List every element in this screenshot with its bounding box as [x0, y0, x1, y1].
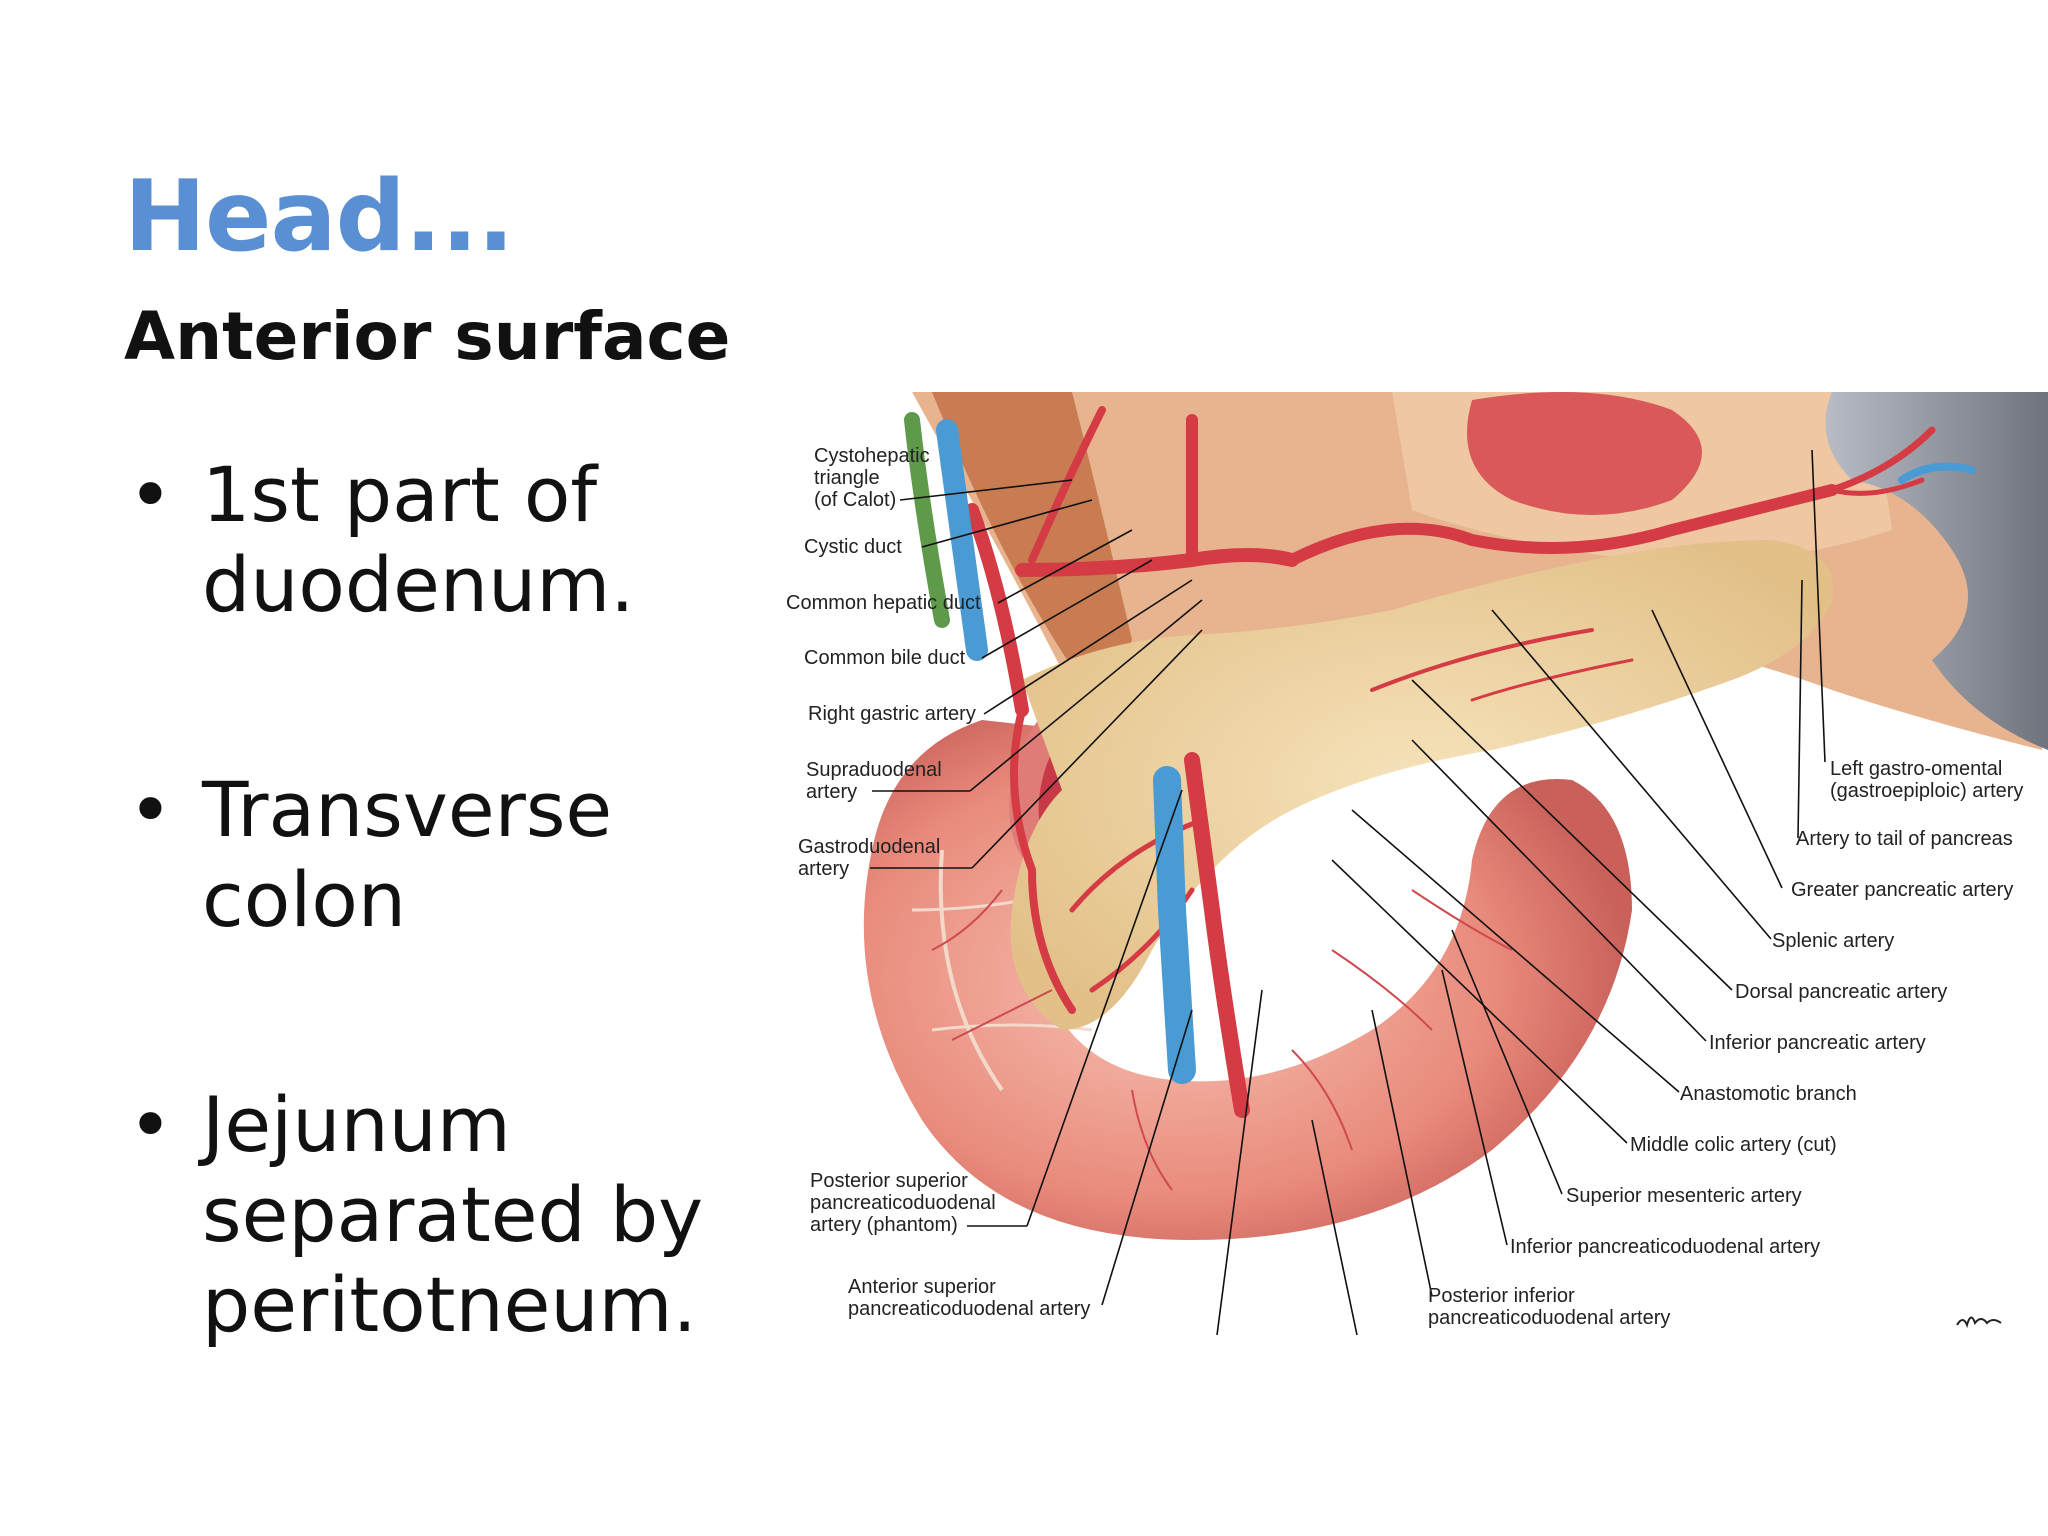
- svg-text:Posterior superior: Posterior superior: [810, 1170, 968, 1192]
- label-posterior-superior-1: Posterior superior: [810, 1170, 968, 1192]
- label-dorsal-pancreatic: Dorsal pancreatic artery: [1735, 981, 1947, 1003]
- label-left-gastro-omental-2: (gastroepiploic) artery: [1830, 780, 2023, 802]
- svg-text:triangle: triangle: [814, 467, 880, 489]
- svg-text:Supraduodenal: Supraduodenal: [806, 759, 942, 781]
- artist-signature: [1956, 1316, 2002, 1329]
- bullet-line: Transverse: [202, 765, 613, 854]
- label-posterior-inferior-1: Posterior inferior: [1428, 1285, 1575, 1307]
- label-anastomotic: Anastomotic branch: [1680, 1083, 1857, 1105]
- slide-subtitle: Anterior surface: [124, 298, 731, 375]
- anatomy-figure: Cystohepatic triangle (of Calot) Cystic …: [772, 390, 2048, 1335]
- bullet-item: • 1st part of duodenum.: [124, 450, 764, 630]
- bullet-line: peritotneum.: [202, 1260, 697, 1349]
- label-right-gastric: Right gastric artery: [808, 703, 976, 725]
- svg-text:artery: artery: [806, 781, 857, 803]
- svg-text:pancreaticoduodenal artery: pancreaticoduodenal artery: [848, 1298, 1090, 1320]
- spleen: [1825, 392, 2048, 750]
- label-cystohepatic-3: (of Calot): [814, 489, 896, 511]
- label-gastroduodenal-2: artery: [798, 858, 849, 880]
- svg-text:Posterior inferior: Posterior inferior: [1428, 1285, 1575, 1307]
- svg-text:pancreaticoduodenal artery: pancreaticoduodenal artery: [1428, 1307, 1670, 1329]
- svg-text:pancreaticoduodenal: pancreaticoduodenal: [810, 1192, 996, 1214]
- svg-text:Left gastro-omental: Left gastro-omental: [1830, 758, 2002, 780]
- bullet-item: • Jejunum separated by peritotneum.: [124, 1080, 764, 1350]
- svg-text:(of Calot): (of Calot): [814, 489, 896, 511]
- label-artery-tail: Artery to tail of pancreas: [1796, 828, 2013, 850]
- label-inferior-pd: Inferior pancreaticoduodenal artery: [1510, 1236, 1820, 1258]
- label-left-gastro-omental-1: Left gastro-omental: [1830, 758, 2002, 780]
- bullet-list: • 1st part of duodenum. • Transverse col…: [124, 450, 764, 1350]
- label-greater-pancreatic: Greater pancreatic artery: [1791, 879, 2013, 901]
- label-middle-colic: Middle colic artery (cut): [1630, 1134, 1837, 1156]
- bullet-line: colon: [202, 855, 407, 944]
- leader-lines: [870, 449, 1826, 1335]
- label-posterior-inferior-2: pancreaticoduodenal artery: [1428, 1307, 1670, 1329]
- bullet-item: • Transverse colon: [124, 765, 764, 945]
- svg-text:Cystohepatic: Cystohepatic: [814, 445, 930, 467]
- label-supraduodenal-2: artery: [806, 781, 857, 803]
- label-anterior-superior-1: Anterior superior: [848, 1276, 996, 1298]
- bullet-line: duodenum.: [202, 540, 635, 629]
- label-common-bile-duct: Common bile duct: [804, 647, 966, 669]
- labels-left: Cystohepatic triangle (of Calot) Cystic …: [786, 445, 1090, 1320]
- bullet-line: Jejunum: [202, 1080, 511, 1169]
- label-gastroduodenal-1: Gastroduodenal: [798, 836, 940, 858]
- label-cystohepatic-1: Cystohepatic: [814, 445, 930, 467]
- bullet-line: separated by: [202, 1170, 704, 1259]
- pancreas-arteries-illustration: Cystohepatic triangle (of Calot) Cystic …: [786, 392, 2048, 1335]
- label-posterior-superior-2: pancreaticoduodenal: [810, 1192, 996, 1214]
- bullet-line: 1st part of: [202, 450, 598, 539]
- svg-text:artery (phantom): artery (phantom): [810, 1214, 958, 1236]
- bullet-dot: •: [128, 1080, 173, 1169]
- label-supraduodenal-1: Supraduodenal: [806, 759, 942, 781]
- label-cystohepatic-2: triangle: [814, 467, 880, 489]
- svg-text:artery: artery: [798, 858, 849, 880]
- svg-text:Gastroduodenal: Gastroduodenal: [798, 836, 940, 858]
- svg-text:Anterior superior: Anterior superior: [848, 1276, 996, 1298]
- slide-title: Head...: [124, 160, 514, 274]
- pancreas: [1010, 540, 1834, 1030]
- label-cystic-duct: Cystic duct: [804, 536, 902, 558]
- labels-right: Left gastro-omental (gastroepiploic) art…: [1428, 758, 2023, 1329]
- label-anterior-superior-2: pancreaticoduodenal artery: [848, 1298, 1090, 1320]
- bullet-dot: •: [128, 450, 173, 539]
- small-vessels: [931, 889, 1513, 1191]
- svg-text:(gastroepiploic) artery: (gastroepiploic) artery: [1830, 780, 2023, 802]
- label-inferior-pancreatic: Inferior pancreatic artery: [1709, 1032, 1926, 1054]
- label-splenic: Splenic artery: [1772, 930, 1894, 952]
- label-posterior-superior-3: artery (phantom): [810, 1214, 958, 1236]
- label-superior-mesenteric: Superior mesenteric artery: [1566, 1185, 1802, 1207]
- bullet-dot: •: [128, 765, 173, 854]
- label-common-hepatic-duct: Common hepatic duct: [786, 592, 981, 614]
